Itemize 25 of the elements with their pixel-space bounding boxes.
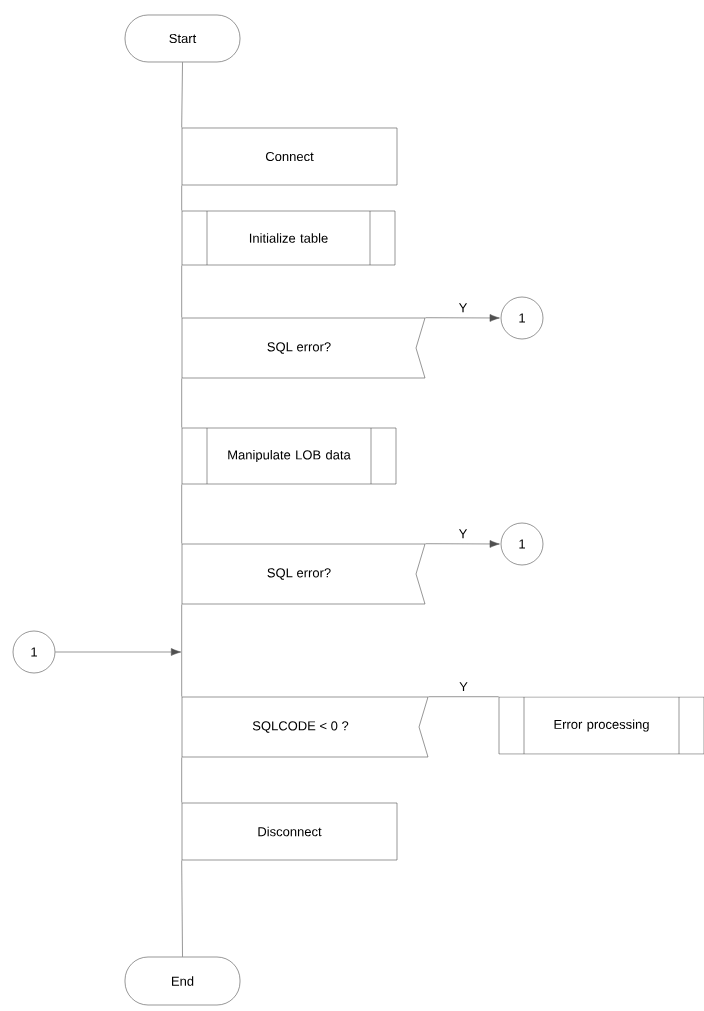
- terminator: Start: [124, 14, 241, 63]
- edge-label: Y: [458, 303, 468, 313]
- connector-line: [428, 696, 499, 697]
- connector-line: [55, 648, 182, 656]
- connector-line: [181, 604, 182, 697]
- connector-line: [425, 314, 500, 322]
- connector-line: [181, 185, 182, 211]
- edge-label: Y: [458, 529, 468, 539]
- connector-line: [181, 484, 182, 544]
- connector-line: [181, 62, 183, 128]
- edge-label: Y: [459, 682, 468, 692]
- connector-line: [181, 757, 182, 803]
- subroutine-box: Manipulate LOB data: [181, 427, 397, 485]
- process-box: Disconnect: [181, 802, 398, 861]
- connector-line: [425, 540, 500, 548]
- decision-box: SQLCODE < 0 ?: [181, 696, 429, 758]
- connector-line: [181, 265, 182, 318]
- decision-box: SQL error?: [181, 317, 426, 379]
- connector-line: [181, 378, 182, 428]
- process-box: Connect: [181, 127, 398, 186]
- terminator: End: [124, 956, 241, 1006]
- decision-box: SQL error?: [181, 543, 426, 605]
- connector-line: [181, 860, 183, 957]
- subroutine-box: Error processing: [498, 696, 704, 755]
- subroutine-box: Initialize table: [181, 210, 396, 266]
